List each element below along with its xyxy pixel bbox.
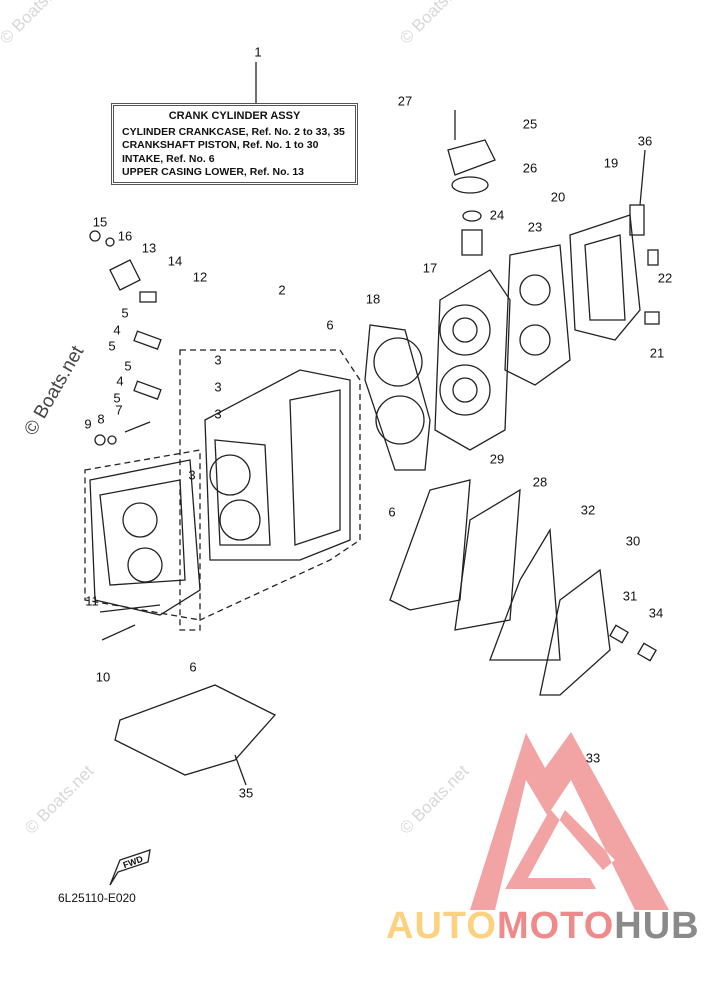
callout-number: 36 [637,133,653,149]
callout-number: 20 [550,189,566,205]
assembly-heading: CRANK CYLINDER ASSY [168,110,301,122]
callout-number: 27 [397,93,413,109]
callout-number: 25 [522,116,538,132]
callout-number: 1 [254,44,262,60]
callout-number: 35 [238,785,254,801]
assembly-line: CYLINDER CRANKCASE, Ref. No. 2 to 33, 35 [122,125,345,138]
callout-number: 18 [365,291,381,307]
callout-number: 6 [326,317,334,333]
callout-number: 4 [113,322,121,338]
callout-number: 3 [214,352,222,368]
callout-number: 17 [422,260,438,276]
brand-part: AUTO [386,905,497,947]
callout-number: 23 [527,219,543,235]
callout-number: 13 [141,240,157,256]
brand-wordmark: AUTOMOTOHUB [386,905,700,948]
brand-part: HUB [614,905,700,947]
callout-number: 3 [214,406,222,422]
callout-number: 29 [489,451,505,467]
assembly-line: INTAKE, Ref. No. 6 [122,152,215,165]
callout-number: 31 [622,588,638,604]
callout-number: 7 [115,402,123,418]
callout-number: 30 [625,533,641,549]
callout-number: 15 [92,214,108,230]
callout-number: 6 [189,659,197,675]
callout-number: 14 [167,253,183,269]
callout-number: 5 [121,305,129,321]
callout-number: 19 [603,155,619,171]
callout-number: 9 [84,416,92,432]
callout-number: 3 [214,379,222,395]
callout-number: 4 [116,373,124,389]
callout-number: 5 [124,358,132,374]
callout-number: 28 [532,474,548,490]
assembly-line: UPPER CASING LOWER, Ref. No. 13 [122,166,305,178]
callout-number: 10 [95,669,111,685]
callout-number: 21 [649,345,665,361]
callout-number: 24 [489,207,505,223]
automotohub-logo [470,732,669,910]
callout-number: 8 [97,411,105,427]
callout-number: 11 [85,593,99,609]
callout-number: 5 [113,390,121,406]
callout-number: 34 [648,605,664,621]
callout-number: 26 [522,160,538,176]
assembly-line: CRANKSHAFT PISTON, Ref. No. 1 to 30 [122,139,319,151]
diagram-code: 6L25110-E020 [58,891,136,905]
callout-number: 22 [657,270,673,286]
callout-number: 33 [585,750,601,766]
callout-number: 5 [108,338,116,354]
callout-number: 16 [117,228,133,244]
callout-number: 3 [188,467,196,483]
brand-part: MOTO [496,905,615,947]
callout-number: 12 [192,269,208,285]
callout-number: 32 [580,502,596,518]
callout-number: 6 [388,504,396,520]
assembly-info-box: CRANK CYLINDER ASSY CYLINDER CRANKCASE, … [111,103,358,185]
callout-number: 2 [278,282,286,298]
